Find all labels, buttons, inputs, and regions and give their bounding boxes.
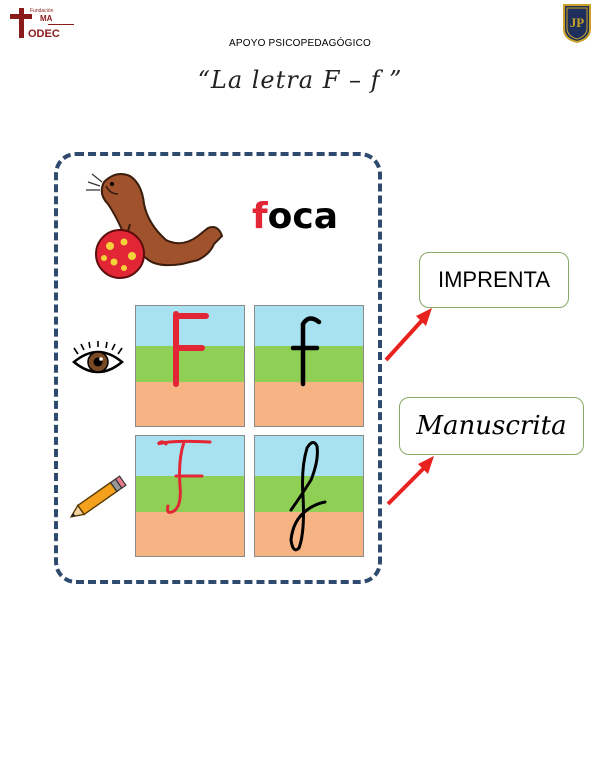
cross-icon xyxy=(10,8,32,38)
school-shield-logo: JP xyxy=(563,4,591,43)
letter-card xyxy=(54,152,382,584)
page-title: “La letra F – f ” xyxy=(197,66,403,94)
arrow-icon-to-imprenta xyxy=(384,308,432,362)
label-manuscrita: Manuscrita xyxy=(399,397,584,455)
tile-script-lower xyxy=(254,435,364,557)
tile-print-lower xyxy=(254,305,364,427)
example-word-rest: oca xyxy=(267,196,339,237)
label-imprenta: IMPRENTA xyxy=(419,252,569,308)
logo-left-ma-text: MA xyxy=(40,14,53,23)
svg-text:JP: JP xyxy=(570,15,585,30)
print-upper-f xyxy=(173,311,209,387)
page-subtitle: APOYO PSICOPEDAGÓGICO xyxy=(228,38,371,49)
tile-print-upper xyxy=(135,305,245,427)
pencil-icon xyxy=(69,475,127,518)
label-imprenta-text: IMPRENTA xyxy=(437,267,551,292)
example-word-first-letter: f xyxy=(252,196,268,237)
example-word: foca xyxy=(252,196,338,237)
label-manuscrita-text: Manuscrita xyxy=(416,411,567,441)
school-logo-left: Fundación MA ODEC xyxy=(8,6,74,44)
arrow-icon-to-manuscrita xyxy=(386,456,434,506)
logo-left-line xyxy=(48,24,74,25)
eye-icon xyxy=(72,341,124,374)
script-lower-f xyxy=(289,441,327,552)
seal-with-ball-icon xyxy=(86,173,224,279)
logo-left-odec-text: ODEC xyxy=(28,28,60,40)
tile-script-upper xyxy=(135,435,245,557)
script-upper-f xyxy=(156,439,212,514)
logo-left-small-text: Fundación xyxy=(30,8,54,14)
print-lower-f xyxy=(290,316,322,387)
